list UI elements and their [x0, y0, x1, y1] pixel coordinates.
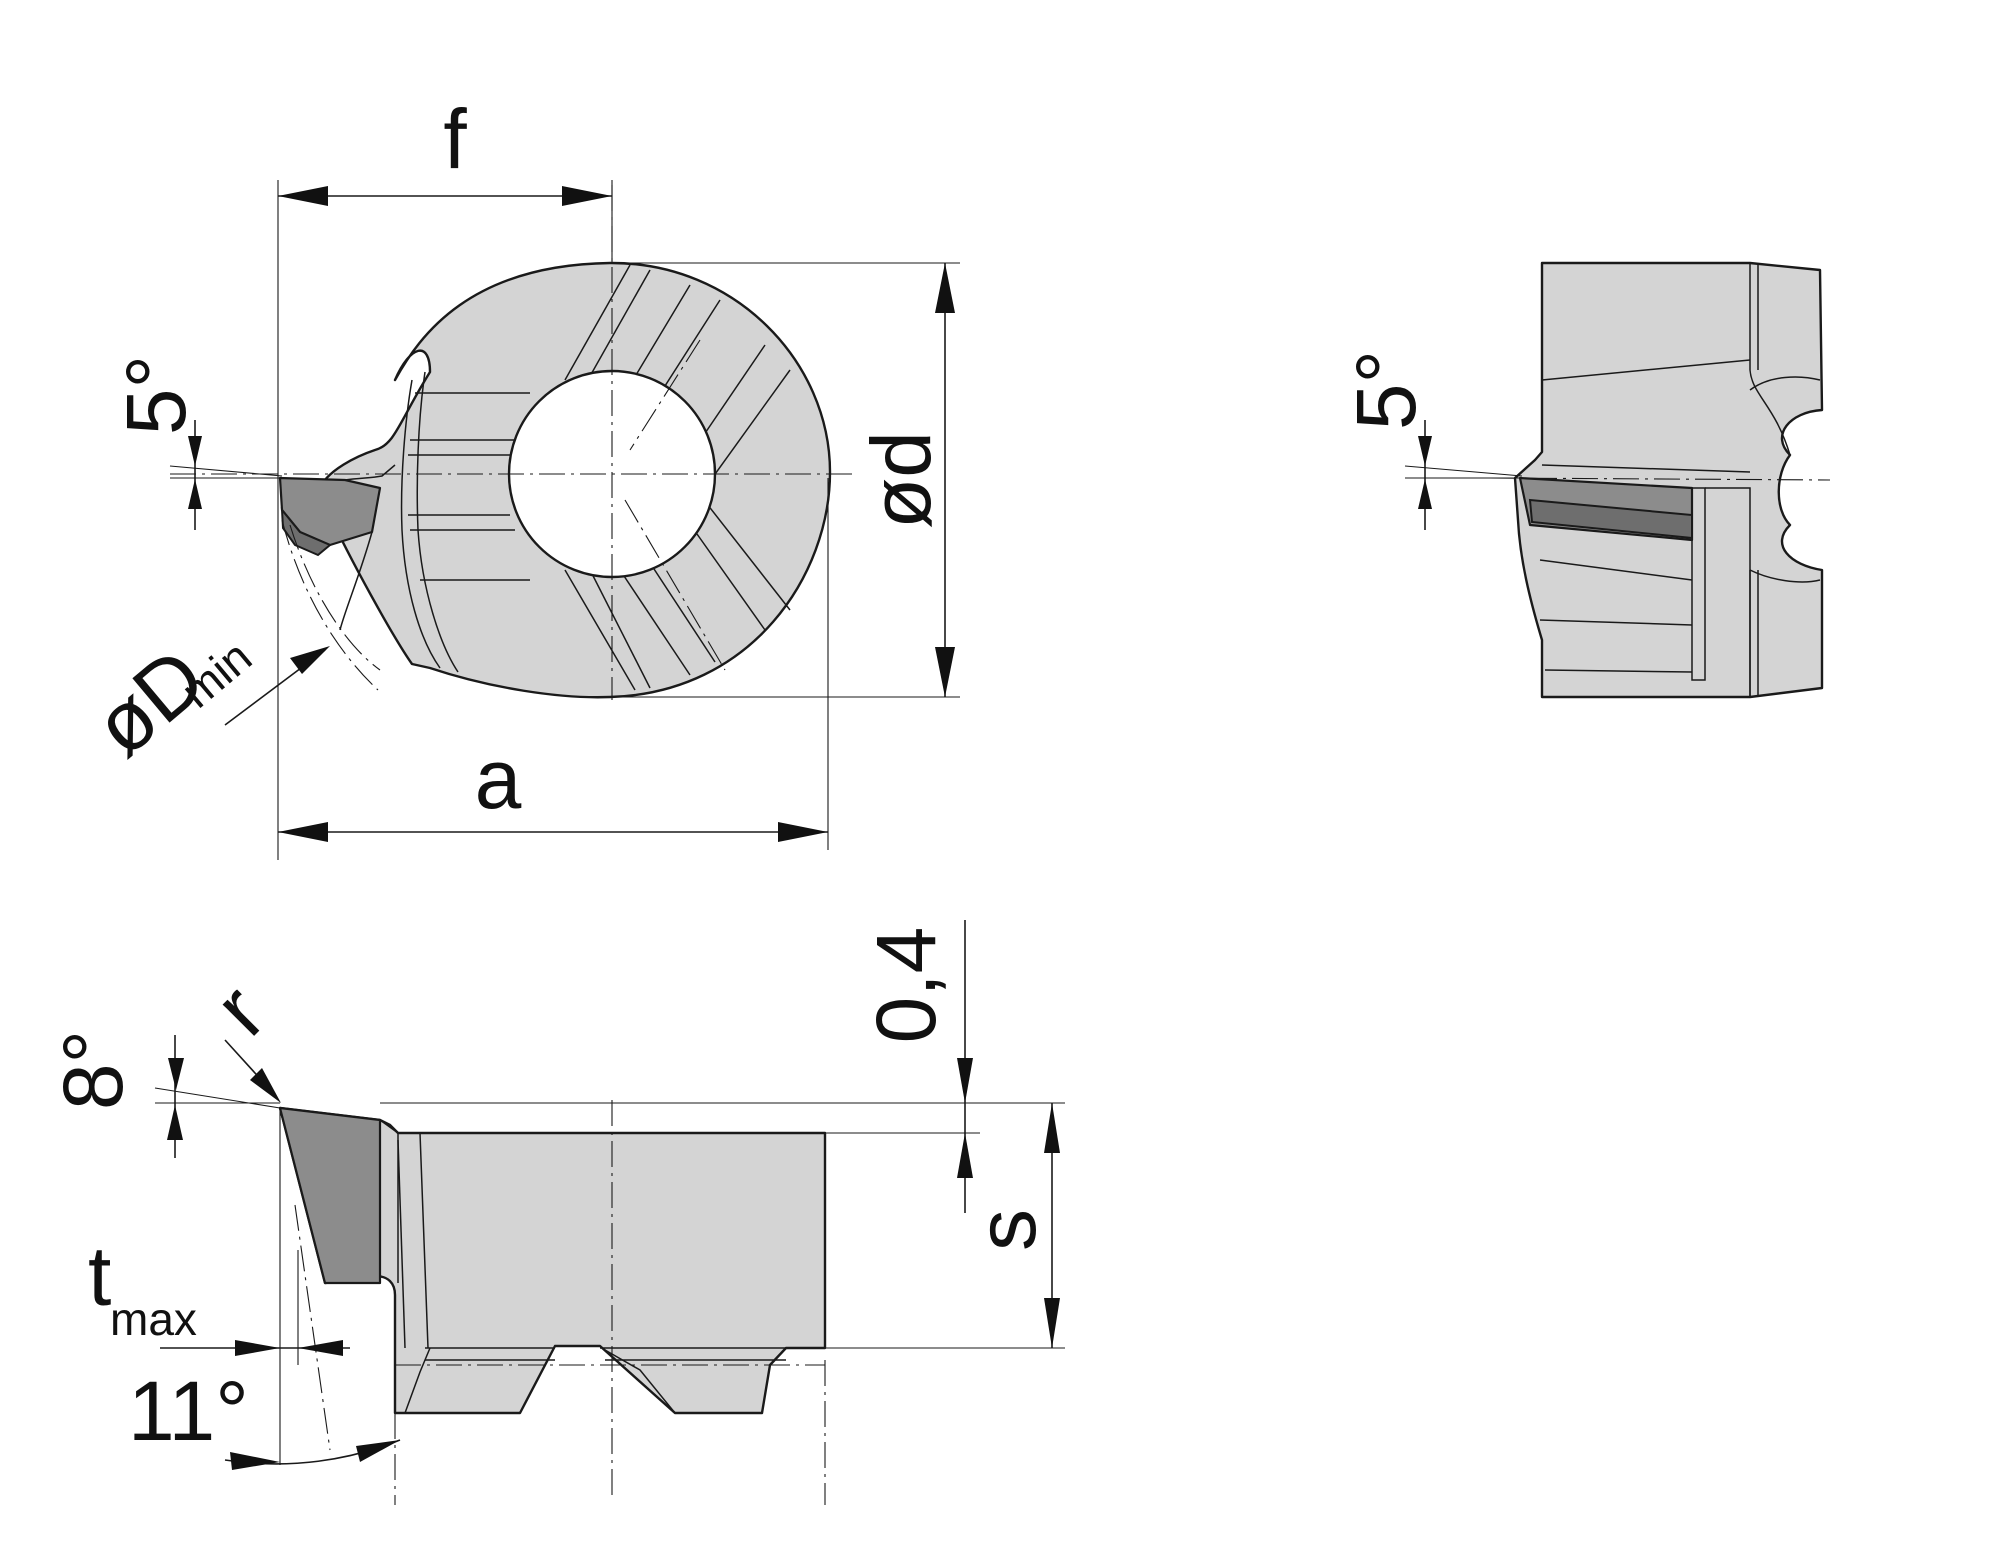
label-od: ød	[854, 431, 948, 529]
label-angle-8: 8°	[46, 1030, 140, 1110]
label-max: max	[110, 1293, 197, 1345]
dimension-tmax: t max	[88, 1108, 350, 1465]
dimension-0-4: 0,4	[380, 920, 1065, 1213]
bottom-view	[278, 1100, 827, 1505]
dimension-a: a	[278, 478, 829, 850]
label-f: f	[443, 92, 467, 186]
dimension-r: r	[196, 966, 283, 1103]
side-view	[1489, 261, 1831, 699]
label-r: r	[196, 966, 282, 1052]
label-a: a	[475, 732, 522, 826]
label-angle-5-front: 5°	[109, 355, 203, 435]
dimension-oDmin: øD min	[76, 630, 330, 774]
dimension-s: s	[825, 1103, 1065, 1349]
cutting-edge-underside	[280, 506, 332, 557]
label-angle-11: 11°	[128, 1364, 249, 1458]
front-view	[170, 185, 852, 700]
label-t: t	[88, 1229, 111, 1323]
angle-11: 11°	[128, 1364, 401, 1470]
dimension-od: ød	[612, 262, 960, 698]
dimension-f: f	[277, 92, 613, 860]
angle-5-front: 5°	[109, 355, 283, 530]
insert-body-side	[1513, 261, 1824, 699]
cutting-edge-bottom	[278, 1106, 382, 1285]
label-0-4: 0,4	[859, 927, 953, 1044]
label-s: s	[959, 1209, 1053, 1251]
label-angle-5-side: 5°	[1339, 350, 1433, 430]
cutting-edge-side-dark	[1528, 498, 1693, 540]
angle-5-side: 5°	[1339, 350, 1523, 530]
angle-8: 8°	[46, 1030, 281, 1158]
